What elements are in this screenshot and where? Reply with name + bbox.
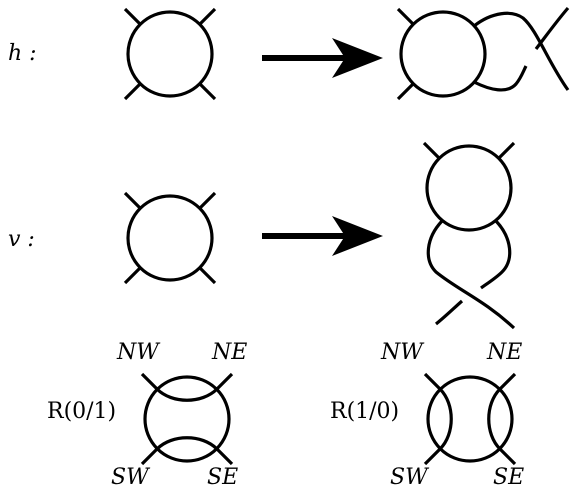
tangle-disk: [143, 375, 231, 463]
strand-ne: [198, 191, 217, 210]
strand-nw: [123, 191, 142, 210]
tangle-name-label: R(1/0): [330, 399, 399, 424]
strand-se: [198, 82, 217, 101]
strand-nw: [123, 7, 142, 26]
tangle-disk: [126, 194, 214, 282]
tangle-r10: NW NE R(1/0) SW SE: [330, 340, 524, 490]
tangle-name-label: R(0/1): [47, 399, 116, 424]
arrow-head: [332, 216, 383, 256]
v-arrow: [262, 216, 383, 256]
corner-label-nw: NW: [116, 340, 161, 365]
tangle-disk: [126, 10, 214, 98]
tangle-disk: [425, 144, 513, 232]
crossing-strand-under-a: [473, 65, 528, 92]
arrow-head: [332, 38, 383, 78]
corner-label-nw: NW: [380, 340, 425, 365]
crossing-strand-under-b: [534, 6, 570, 50]
v-input-tangle: [123, 191, 217, 285]
strand-ne: [497, 141, 516, 160]
crossing-strand-under-b: [435, 299, 464, 326]
corner-label-sw: SW: [111, 465, 151, 490]
h-input-tangle: [123, 7, 217, 101]
crossing-strand-under-a: [480, 219, 512, 290]
corner-label-se: SE: [493, 465, 524, 490]
corner-label-ne: NE: [486, 340, 522, 365]
strand-sw: [123, 266, 142, 285]
v-output-tangle: [422, 141, 516, 330]
strand-sw: [123, 82, 142, 101]
left-arc: [423, 372, 453, 466]
right-arc: [487, 372, 517, 466]
strand-se: [198, 266, 217, 285]
lower-arc: [140, 436, 234, 466]
strand-ne: [198, 7, 217, 26]
h-operation-label: h :: [8, 41, 37, 66]
v-operation-label: v :: [8, 227, 35, 252]
tangle-r01: NW NE R(0/1) SW SE: [47, 340, 247, 490]
h-arrow: [262, 38, 383, 78]
tangle-disk: [399, 10, 487, 98]
h-output-tangle: [396, 6, 570, 101]
upper-arc: [140, 372, 234, 402]
crossing-strand-over: [473, 11, 570, 91]
strand-sw: [396, 82, 415, 101]
strand-nw: [422, 141, 441, 160]
corner-label-ne: NE: [211, 340, 247, 365]
tangle-disk: [426, 375, 514, 463]
corner-label-sw: SW: [390, 465, 430, 490]
corner-label-se: SE: [207, 465, 238, 490]
crossing-strand-over: [426, 219, 516, 330]
strand-nw: [396, 7, 415, 26]
